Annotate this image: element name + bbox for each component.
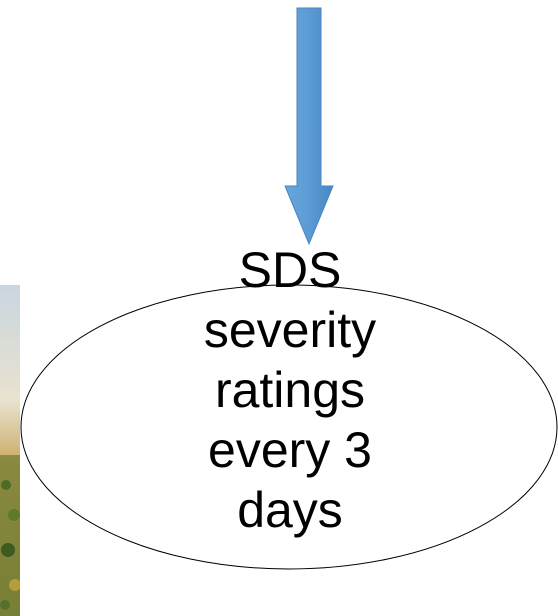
down-arrow [284, 7, 334, 246]
node-label-line-5: days [237, 482, 343, 538]
node-label: SDS severity ratings every 3 days [140, 240, 440, 540]
process-ellipse [20, 284, 558, 570]
node-label-line-1: SDS [238, 242, 342, 298]
field-photo-fragment [0, 285, 20, 616]
node-label-line-4: every 3 [208, 422, 372, 478]
node-label-line-3: ratings [214, 362, 366, 418]
node-label-line-2: severity [203, 302, 377, 358]
